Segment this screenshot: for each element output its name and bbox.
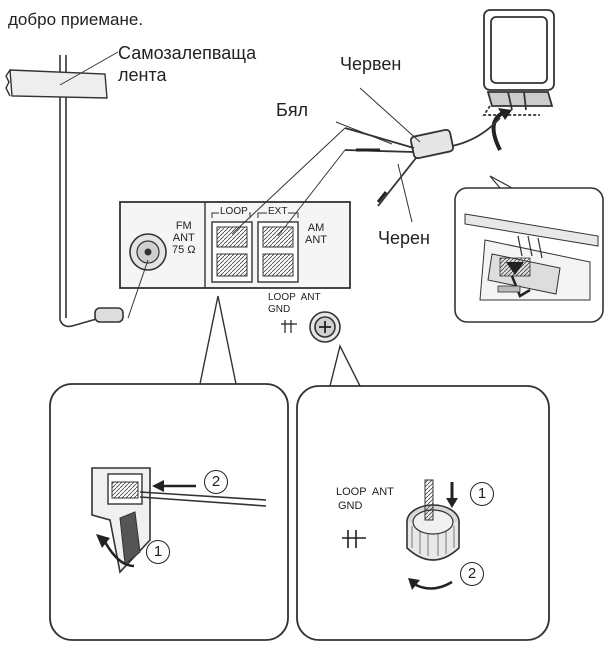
gnd-screw [309, 311, 341, 343]
assembly-arrowhead [498, 108, 512, 120]
left-step-1-marker: 1 [146, 540, 170, 564]
inset-detail [454, 175, 604, 323]
tape-label: Самозалепваща лента [118, 43, 257, 85]
terminal-wires [127, 127, 346, 319]
red-wire-label: Червен [340, 54, 402, 74]
intro-text: добро приемане. [8, 10, 144, 29]
right-step-2-marker: 2 [460, 562, 484, 586]
callout-left-box [49, 383, 289, 641]
black-wire-label: Черен [378, 228, 430, 248]
loop-label: LOOP [219, 206, 249, 217]
callout-right-box [296, 385, 550, 641]
ext-label: EXT [267, 206, 289, 217]
white-wire-label: Бял [276, 100, 309, 120]
panel-gnd-label: GND [268, 304, 291, 315]
callout-loop-ant-label: LOOP ANT [336, 486, 394, 498]
am-ant-label: AM ANT [305, 222, 327, 246]
left-step-2-marker: 2 [204, 470, 228, 494]
right-step-1-marker: 1 [470, 482, 494, 506]
antenna-cable [344, 117, 501, 207]
panel-loop-ant-label: LOOP ANT [268, 292, 321, 303]
loop-antenna [482, 9, 555, 116]
callout-gnd-label: GND [338, 500, 363, 512]
fm-ant-label: FM ANT 75 Ω [172, 220, 196, 256]
tape-strip [5, 69, 108, 99]
fm-antenna-wire [59, 55, 124, 328]
panel-ground-symbol [281, 320, 297, 333]
callout-pointers [199, 295, 361, 387]
wire-label-leaders [335, 87, 421, 223]
tape-leader-line [59, 51, 119, 86]
